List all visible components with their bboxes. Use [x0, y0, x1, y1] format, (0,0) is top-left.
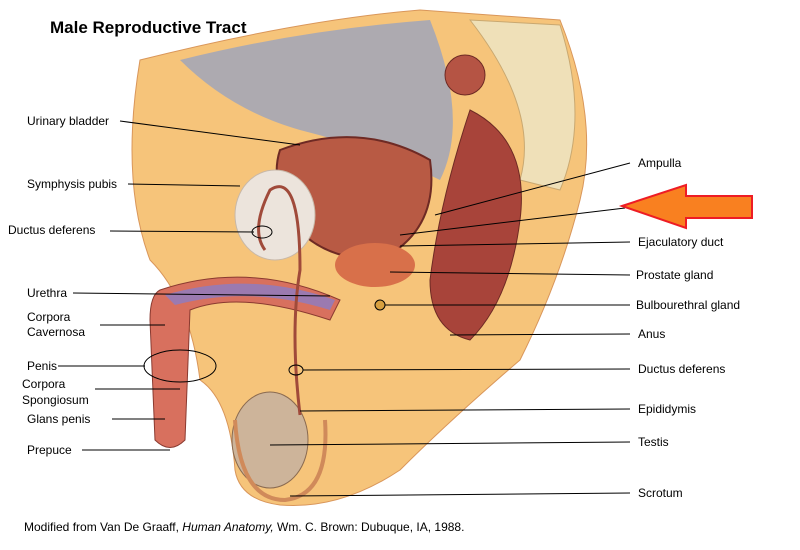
leader-lines	[58, 120, 631, 497]
label-anus: Anus	[638, 327, 666, 341]
symphysis-pubis	[234, 169, 316, 261]
label-symphysis-pubis: Symphysis pubis	[27, 177, 118, 191]
highlight-arrow-icon	[618, 183, 753, 230]
source-caption: Modified from Van De Graaff, Human Anato…	[24, 520, 464, 534]
label-glans-penis: Glans penis	[27, 412, 91, 426]
caption-suffix: Wm. C. Brown: Dubuque, IA, 1988.	[273, 520, 465, 534]
label-corpora-cavernosa-1: Corpora	[27, 310, 71, 324]
label-ejaculatory-duct: Ejaculatory duct	[638, 235, 724, 249]
scrotum-shape	[233, 419, 328, 503]
abdominal-cavity	[180, 20, 453, 180]
label-prostate-gland: Prostate gland	[636, 268, 714, 282]
caption-book-title: Human Anatomy,	[182, 520, 274, 534]
testis-shape	[231, 391, 309, 489]
label-scrotum: Scrotum	[638, 486, 683, 500]
label-bulbourethral-gland: Bulbourethral gland	[636, 298, 741, 312]
colon-section	[444, 54, 486, 96]
corpora-cavernosa	[165, 283, 335, 310]
label-prepuce: Prepuce	[27, 443, 72, 457]
label-epididymis: Epididymis	[638, 402, 697, 416]
label-ductus-deferens-left: Ductus deferens	[8, 223, 96, 237]
label-corpora-spongiosum-2: Spongiosum	[22, 393, 89, 407]
label-urethra: Urethra	[27, 286, 68, 300]
label-urinary-bladder: Urinary bladder	[27, 114, 110, 128]
prostate	[335, 243, 415, 287]
ductus-deferens-path	[257, 185, 302, 416]
caption-prefix: Modified from Van De Graaff,	[24, 520, 183, 534]
label-corpora-spongiosum-1: Corpora	[22, 377, 66, 391]
sacrum	[468, 19, 576, 191]
label-testis: Testis	[638, 435, 669, 449]
label-ductus-deferens-right: Ductus deferens	[638, 362, 726, 376]
label-corpora-cavernosa-2: Cavernosa	[27, 325, 86, 339]
page-title: Male Reproductive Tract	[50, 18, 247, 37]
label-penis: Penis	[27, 359, 58, 373]
label-ampulla: Ampulla	[638, 156, 682, 170]
